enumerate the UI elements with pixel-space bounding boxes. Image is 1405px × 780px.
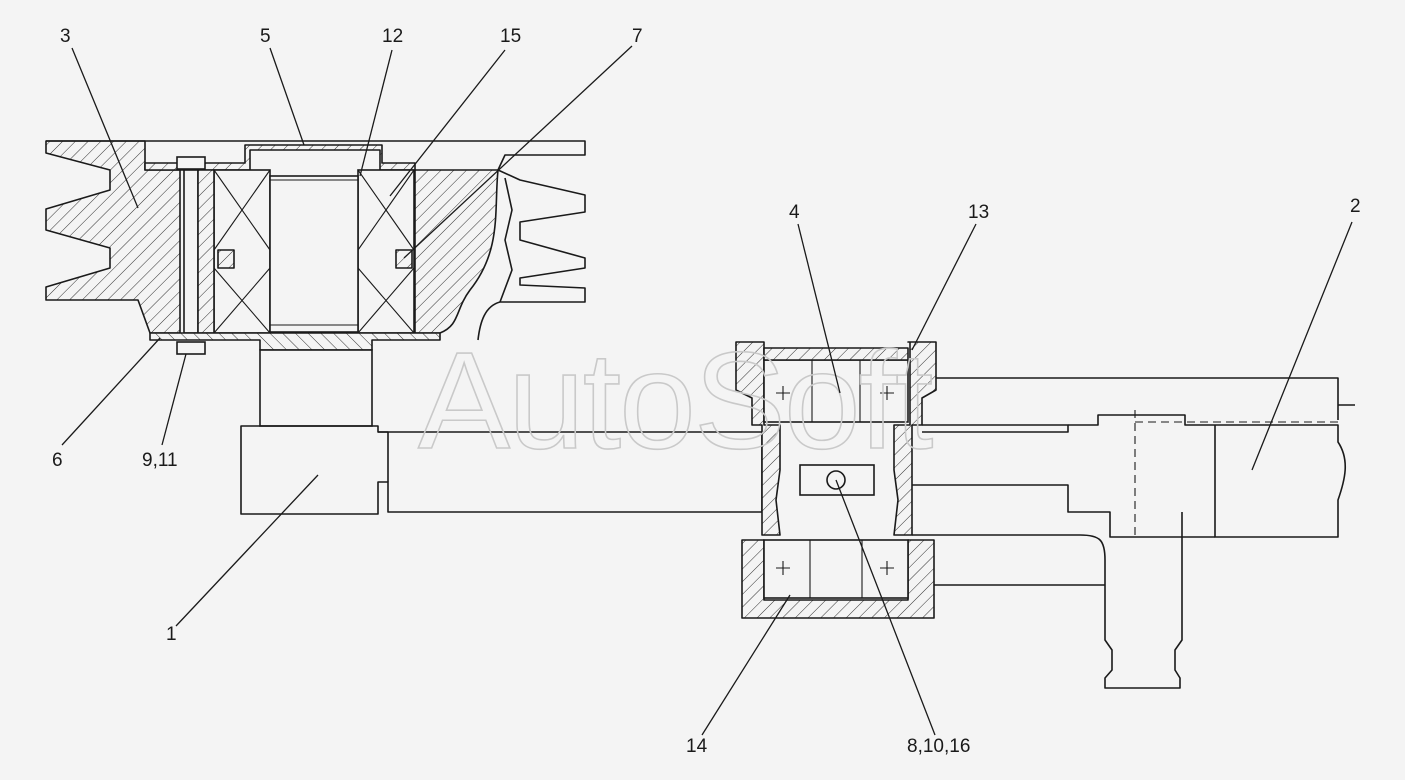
callout-8-10-16: 8,10,16 — [907, 736, 970, 757]
callout-7: 7 — [632, 26, 643, 47]
callout-15: 15 — [500, 26, 521, 47]
callout-4: 4 — [789, 202, 800, 223]
callout-3: 3 — [60, 26, 71, 47]
callout-9-11: 9,11 — [142, 450, 178, 471]
callout-2: 2 — [1350, 196, 1361, 217]
lever-arm — [240, 425, 763, 515]
bolt — [183, 169, 199, 334]
leader-lines — [61, 45, 1353, 736]
pulley-grooves-right — [477, 169, 586, 341]
callout-1: 1 — [166, 624, 177, 645]
callout-12: 12 — [382, 26, 403, 47]
shaft — [269, 175, 359, 333]
callout-labels: 3 5 12 15 7 6 9,11 1 4 13 2 14 8,10,16 — [52, 26, 1361, 757]
center-hub — [735, 341, 937, 619]
right-arm — [912, 377, 1355, 689]
callout-14: 14 — [686, 736, 708, 757]
callout-13: 13 — [968, 202, 989, 223]
callout-6: 6 — [52, 450, 63, 471]
callout-5: 5 — [260, 26, 271, 47]
pulley-body-right — [414, 169, 499, 334]
pulley-assembly — [45, 140, 586, 427]
watermark-text: AutoSoft — [418, 324, 933, 478]
